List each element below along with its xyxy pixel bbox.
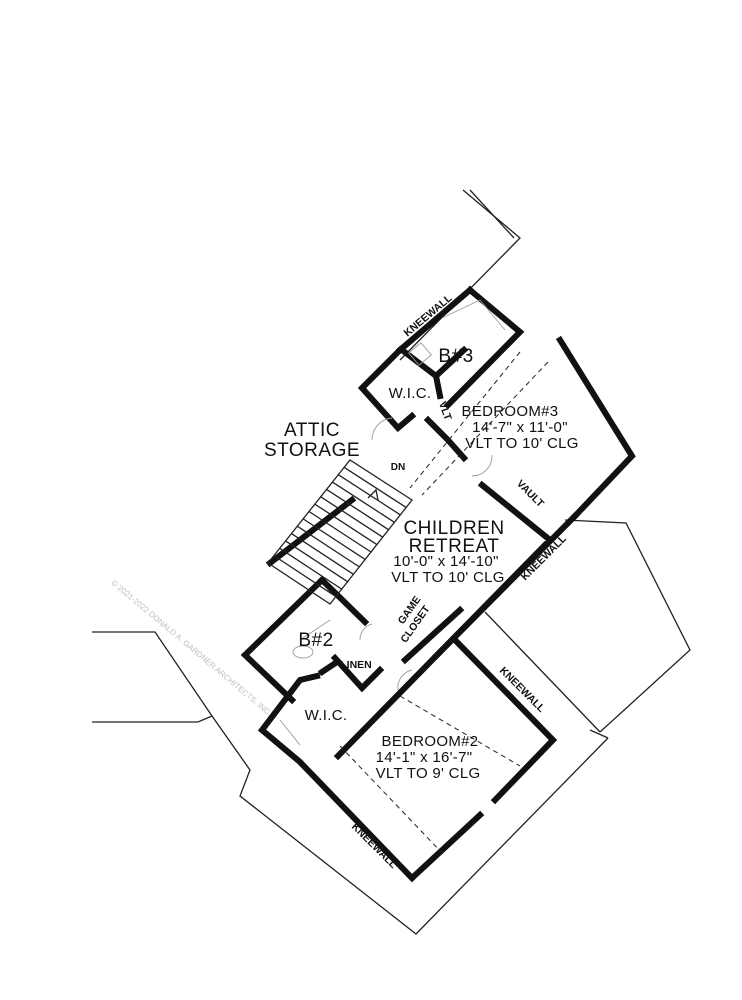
attic-storage-label: STORAGE <box>264 440 360 461</box>
stair-tread <box>343 466 407 508</box>
stair-tread <box>291 533 354 575</box>
bedroom2-dims: 14'-1" x 16'-7" <box>376 749 473 766</box>
stair-tread <box>332 481 395 523</box>
stair-tread <box>320 496 384 538</box>
children-retreat-line1: CHILDREN <box>403 518 504 539</box>
vault-label: VAULT <box>514 478 547 511</box>
wic-upper-label: W.I.C. <box>389 385 432 402</box>
dn-label: DN <box>391 462 405 473</box>
bedroom3-name: BEDROOM#3 <box>462 403 559 420</box>
children-retreat-line2: RETREAT <box>409 536 500 557</box>
wic-lower-label: W.I.C. <box>305 707 348 724</box>
exterior-walls <box>257 285 636 883</box>
bedroom3-ceiling: VLT TO 10' CLG <box>465 435 579 452</box>
children-retreat-dims: 10'-0" x 14'-10" <box>393 553 498 570</box>
kneewall-label-right: KNEEWALL <box>519 532 570 583</box>
stair-tread <box>285 540 348 583</box>
linen-label: LINEN <box>340 659 372 671</box>
roof-outline <box>92 189 691 935</box>
bedroom2-ceiling: VLT TO 9' CLG <box>376 765 481 782</box>
bedroom2-name: BEDROOM#2 <box>382 733 479 750</box>
bath3-label: B#3 <box>438 346 473 367</box>
attic-label: ATTIC <box>284 420 340 441</box>
children-retreat-ceiling: VLT TO 10' CLG <box>391 569 505 586</box>
stair-tread <box>302 518 366 560</box>
stair <box>267 459 413 605</box>
stair-tread <box>337 474 401 516</box>
bath2-label: B#2 <box>298 630 333 651</box>
stair-tread <box>314 503 378 546</box>
bedroom3-dims: 14'-7" x 11'-0" <box>472 419 568 436</box>
stair-tread <box>326 488 389 531</box>
kneewall-label-bottom: KNEEWALL <box>349 821 400 872</box>
vault-lines <box>339 351 549 856</box>
stair-tread <box>273 555 337 598</box>
fixtures <box>279 299 506 746</box>
stair-tread <box>308 510 372 553</box>
stair-tread <box>296 525 360 568</box>
stair-tread <box>279 547 343 590</box>
